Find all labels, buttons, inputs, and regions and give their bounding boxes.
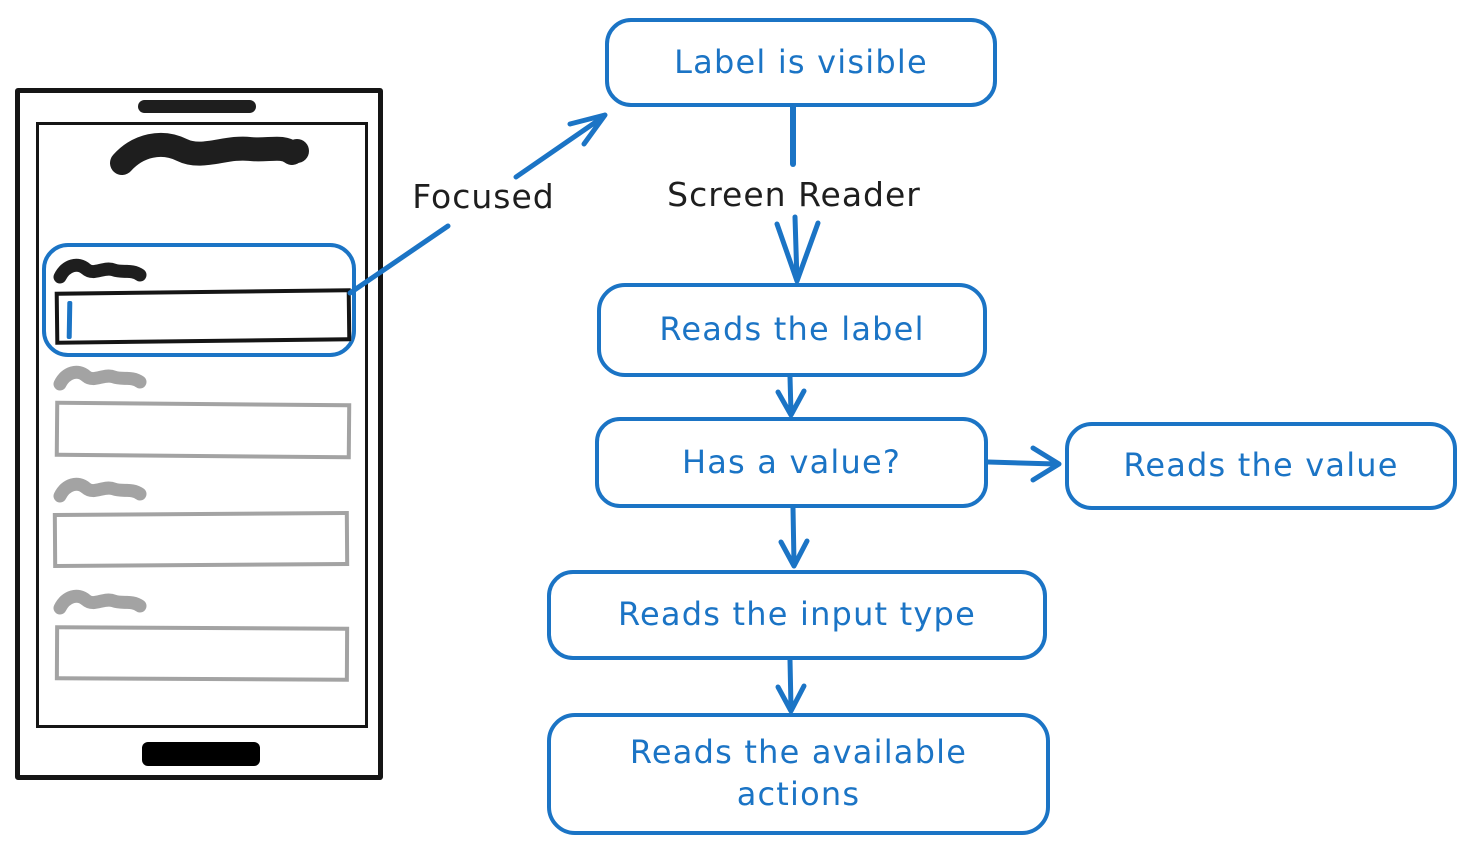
focused-annotation: Focused bbox=[412, 177, 555, 216]
flow-node-reads-the-available-actions: Reads the available actions bbox=[547, 713, 1050, 835]
flow-node-label: Reads the label bbox=[659, 310, 925, 349]
flow-node-has-a-value: Has a value? bbox=[595, 417, 988, 508]
arrow-has-value-to-reads-value bbox=[985, 445, 1062, 483]
arrow-has-value-to-input-type bbox=[778, 505, 810, 569]
focused-input-field bbox=[54, 288, 352, 345]
input-field bbox=[54, 400, 352, 460]
flow-node-label: Reads the value bbox=[1123, 446, 1399, 485]
flow-node-label: Has a value? bbox=[681, 442, 902, 481]
flow-node-reads-the-label: Reads the label bbox=[597, 283, 987, 377]
focus-ring bbox=[42, 243, 356, 357]
flow-node-label-visible: Label is visible bbox=[605, 18, 997, 107]
flow-node-reads-the-input-type: Reads the input type bbox=[547, 570, 1047, 660]
screen-reader-annotation: Screen Reader bbox=[667, 175, 921, 214]
flow-node-label: Reads the input type bbox=[618, 595, 976, 634]
flow-node-label: Label is visible bbox=[674, 42, 928, 81]
arrow-reads-label-to-has-value bbox=[775, 374, 807, 418]
text-cursor bbox=[66, 300, 73, 340]
phone-home-button bbox=[142, 742, 260, 766]
input-field bbox=[54, 625, 350, 682]
arrow-input-type-to-actions bbox=[775, 657, 807, 714]
flow-node-reads-the-value: Reads the value bbox=[1065, 422, 1457, 510]
flow-node-label: Reads the available actions bbox=[629, 733, 968, 813]
arrow-screen-reader-to-reads-label bbox=[774, 214, 821, 284]
input-field bbox=[52, 510, 350, 569]
phone-speaker-bar bbox=[138, 100, 256, 113]
